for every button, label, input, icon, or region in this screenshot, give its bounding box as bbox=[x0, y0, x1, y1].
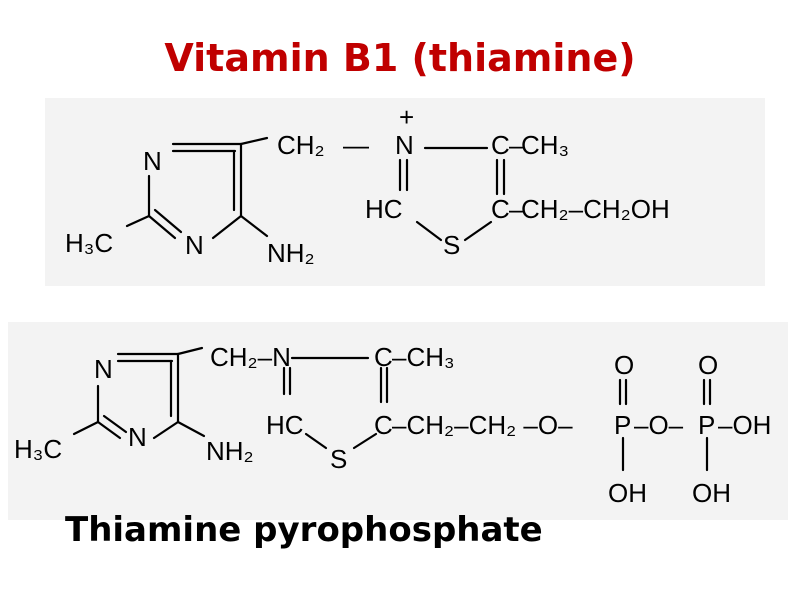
ethyl-linker: –CH₂–CH₂ –O– bbox=[392, 410, 573, 440]
thiazole-nitrogen: N bbox=[395, 130, 414, 160]
thiazole-c5: C bbox=[491, 194, 510, 224]
thiazole-sulfur: S bbox=[330, 444, 347, 474]
tpp-structure-panel: N N H₃C NH₂ CH₂–N HC S C –CH₃ C –CH₂–CH₂… bbox=[8, 322, 788, 520]
thiazole-bond bbox=[352, 432, 378, 450]
methyl-group: H₃C bbox=[14, 434, 62, 464]
thiazole-sulfur: S bbox=[443, 230, 460, 260]
pyrimidine-n1: N bbox=[143, 146, 162, 176]
bridging-oxygen: –O– bbox=[634, 410, 684, 440]
pyrimidine-n1: N bbox=[94, 354, 113, 384]
bridge-bond bbox=[239, 136, 269, 146]
thiamine-structure-panel: N N H₃C NH₂ CH₂ — + N HC S C – CH₃ C – C… bbox=[45, 98, 765, 286]
methyl-bond bbox=[125, 214, 151, 228]
thiazole-bond bbox=[304, 432, 328, 450]
p1-oxo-oxygen: O bbox=[614, 350, 634, 380]
positive-charge: + bbox=[399, 102, 414, 132]
thiazole-hc: HC bbox=[365, 194, 403, 224]
pyrimidine-n3: N bbox=[185, 230, 204, 260]
bridge-bond bbox=[176, 346, 204, 356]
tpp-caption: Thiamine pyrophosphate bbox=[65, 510, 543, 550]
thiazole-bond bbox=[463, 220, 493, 242]
thiamine-structure: N N H₃C NH₂ CH₂ — + N HC S C – CH₃ C – C… bbox=[65, 102, 670, 268]
c4-methyl: CH₃ bbox=[521, 130, 569, 160]
phosphorus-2: P bbox=[698, 410, 715, 440]
p2-oxo-oxygen: O bbox=[698, 350, 718, 380]
ring-double-bond bbox=[102, 414, 128, 434]
c5-dash: – bbox=[509, 194, 524, 224]
c4-methyl: –CH₃ bbox=[392, 342, 455, 372]
thiazole-hc: HC bbox=[266, 410, 304, 440]
ring-double-bond bbox=[153, 208, 183, 234]
amino-bond bbox=[239, 214, 269, 238]
tpp-structure: N N H₃C NH₂ CH₂–N HC S C –CH₃ C –CH₂–CH₂… bbox=[14, 342, 771, 508]
ring-bond bbox=[211, 214, 243, 240]
amino-group: NH₂ bbox=[206, 436, 254, 466]
methylene-bridge: CH₂ bbox=[277, 130, 325, 160]
phosphorus-1: P bbox=[614, 410, 631, 440]
amino-bond bbox=[176, 420, 206, 438]
thiazole-bond bbox=[415, 220, 443, 242]
hydroxyethyl-sidechain: CH₂–CH₂OH bbox=[521, 194, 670, 224]
p1-hydroxyl: OH bbox=[608, 478, 647, 508]
ring-bond bbox=[96, 420, 122, 440]
slide-title: Vitamin B1 (thiamine) bbox=[164, 36, 636, 80]
thiazole-c5: C bbox=[374, 410, 393, 440]
ring-bond bbox=[152, 420, 180, 440]
amino-group: NH₂ bbox=[267, 238, 315, 268]
ring-bond bbox=[147, 214, 177, 240]
methylene-bridge: CH₂–N bbox=[210, 342, 291, 372]
thiazole-c4: C bbox=[491, 130, 510, 160]
thiazole-c4: C bbox=[374, 342, 393, 372]
c4-dash: – bbox=[509, 130, 524, 160]
p2-hydroxyl: OH bbox=[692, 478, 731, 508]
methyl-bond bbox=[72, 420, 100, 436]
pyrimidine-n3: N bbox=[128, 422, 147, 452]
terminal-hydroxyl: –OH bbox=[718, 410, 771, 440]
bridge-dash: — bbox=[343, 130, 369, 160]
methyl-group: H₃C bbox=[65, 228, 113, 258]
